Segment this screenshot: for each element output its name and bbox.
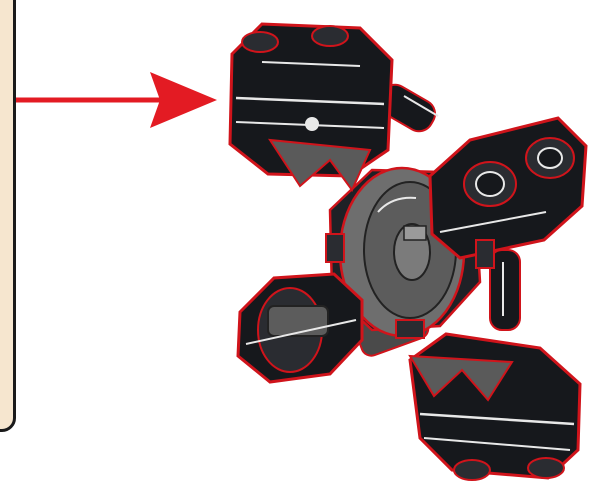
tire-icon (230, 24, 392, 190)
tire-icon (410, 334, 580, 480)
tire-icon (430, 118, 586, 258)
tire-icon (238, 274, 362, 382)
